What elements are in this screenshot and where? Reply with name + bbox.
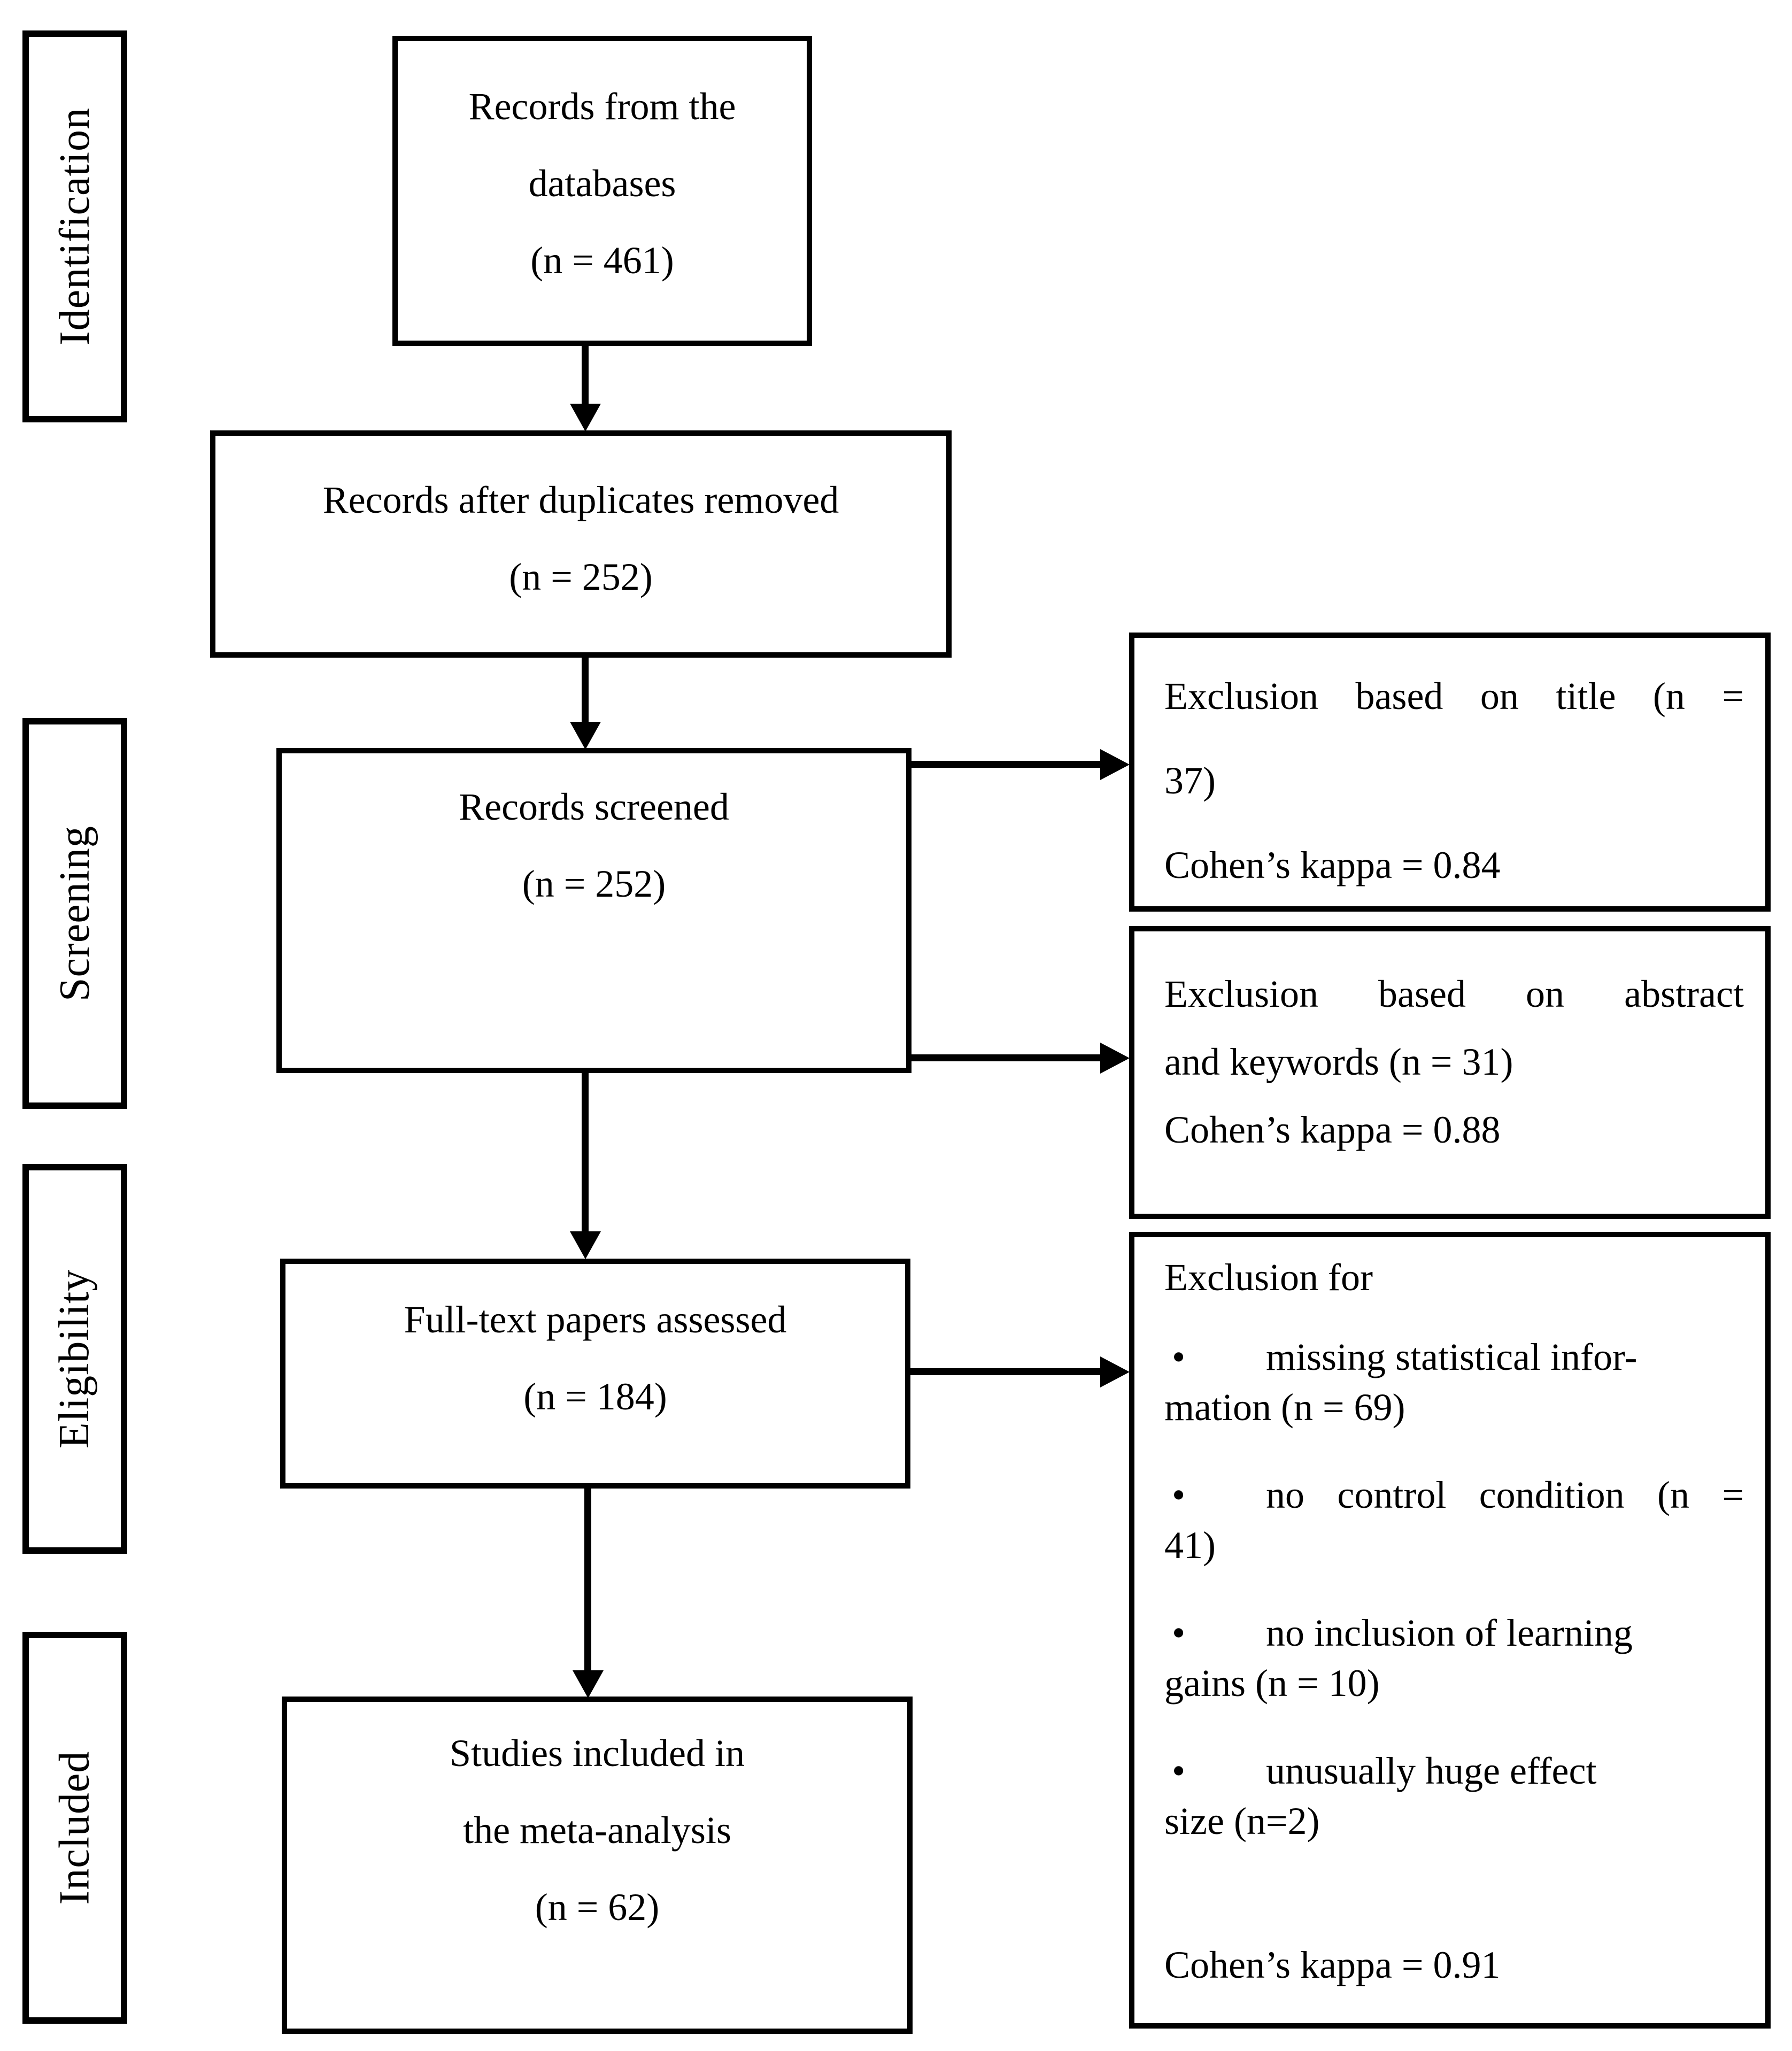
box-line: gains (n = 10) <box>1164 1662 1380 1705</box>
box-line: unusually huge effect <box>1266 1749 1597 1792</box>
box-line: Exclusion based on abstract <box>1164 973 1744 1015</box>
bullet-icon: • <box>1172 1474 1186 1516</box>
bullet-icon: • <box>1172 1336 1186 1378</box>
box-line: Records screened <box>459 785 729 828</box>
flow-box-records-after-duplicates: Records after duplicates removed (n = 25… <box>210 430 952 658</box>
stage-box-included: Included <box>22 1632 127 2024</box>
exclusion-box-abstract-keywords: Exclusion based on abstract and keywords… <box>1129 926 1771 1219</box>
box-line: mation (n = 69) <box>1164 1386 1405 1429</box>
box-line: no inclusion of learning <box>1266 1612 1633 1654</box>
box-line: 41) <box>1164 1524 1216 1567</box>
box-line: (n = 461) <box>530 239 674 282</box>
arrowhead-right-icon <box>1100 749 1130 780</box>
stage-label-included: Included <box>51 1751 98 1905</box>
exclusion-reasons-heading: Exclusion for <box>1164 1256 1373 1299</box>
box-line: Exclusion based on title (n = <box>1164 675 1744 718</box>
box-line: Full-text papers assessed <box>404 1298 787 1341</box>
stage-label-identification: Identification <box>51 107 98 345</box>
arrowhead-down-icon <box>570 722 601 750</box>
arrowhead-right-icon <box>1100 1356 1130 1387</box>
arrowhead-down-icon <box>573 1670 604 1698</box>
exclusion-reason-item: • no control condition (n = 41) <box>1164 1470 1744 1570</box>
flow-box-fulltext-assessed: Full-text papers assessed (n = 184) <box>280 1259 910 1489</box>
box-line: (n = 252) <box>509 556 653 598</box>
box-line: (n = 252) <box>522 862 666 905</box>
stage-box-eligibility: Eligibility <box>22 1164 127 1554</box>
box-line: Studies included in <box>450 1732 745 1775</box>
box-line: (n = 184) <box>523 1375 667 1418</box>
flow-box-records-from-databases: Records from the databases (n = 461) <box>392 36 812 346</box>
arrowhead-down-icon <box>570 404 601 431</box>
exclusion-reason-item: • missing statistical infor- mation (n =… <box>1164 1332 1744 1432</box>
box-line: Records from the <box>468 85 736 128</box>
box-line: no control condition (n = <box>1266 1474 1744 1516</box>
exclusion-reason-item: • unusually huge effect size (n=2) <box>1164 1746 1744 1846</box>
box-line: and keywords (n = 31) <box>1164 1040 1513 1083</box>
box-line: size (n=2) <box>1164 1800 1320 1842</box>
flow-box-records-screened: Records screened (n = 252) <box>276 748 912 1073</box>
stage-box-identification: Identification <box>22 30 127 422</box>
flow-box-studies-included: Studies included in the meta-analysis (n… <box>282 1697 913 2034</box>
stage-label-eligibility: Eligibility <box>51 1269 98 1449</box>
bullet-icon: • <box>1172 1749 1186 1792</box>
box-line: (n = 62) <box>535 1886 660 1929</box>
exclusion-box-title: Exclusion based on title (n = 37) Cohen’… <box>1129 633 1771 912</box>
bullet-icon: • <box>1172 1612 1186 1654</box>
stage-label-screening: Screening <box>51 826 98 1001</box>
exclusion-reason-item: • no inclusion of learning gains (n = 10… <box>1164 1608 1744 1708</box>
arrowhead-down-icon <box>570 1231 601 1259</box>
box-line: Cohen’s kappa = 0.84 <box>1164 844 1501 886</box>
box-line: databases <box>528 162 676 205</box>
stage-box-screening: Screening <box>22 718 127 1109</box>
arrowhead-right-icon <box>1100 1043 1130 1074</box>
box-line: the meta-analysis <box>463 1809 731 1852</box>
box-line: missing statistical infor- <box>1266 1336 1637 1378</box>
box-line: Cohen’s kappa = 0.88 <box>1164 1108 1501 1151</box>
box-line: 37) <box>1164 759 1216 802</box>
box-line: Records after duplicates removed <box>322 479 839 521</box>
cohens-kappa-line: Cohen’s kappa = 0.91 <box>1164 1944 1501 1986</box>
exclusion-box-fulltext-reasons: Exclusion for • missing statistical info… <box>1129 1232 1771 2029</box>
